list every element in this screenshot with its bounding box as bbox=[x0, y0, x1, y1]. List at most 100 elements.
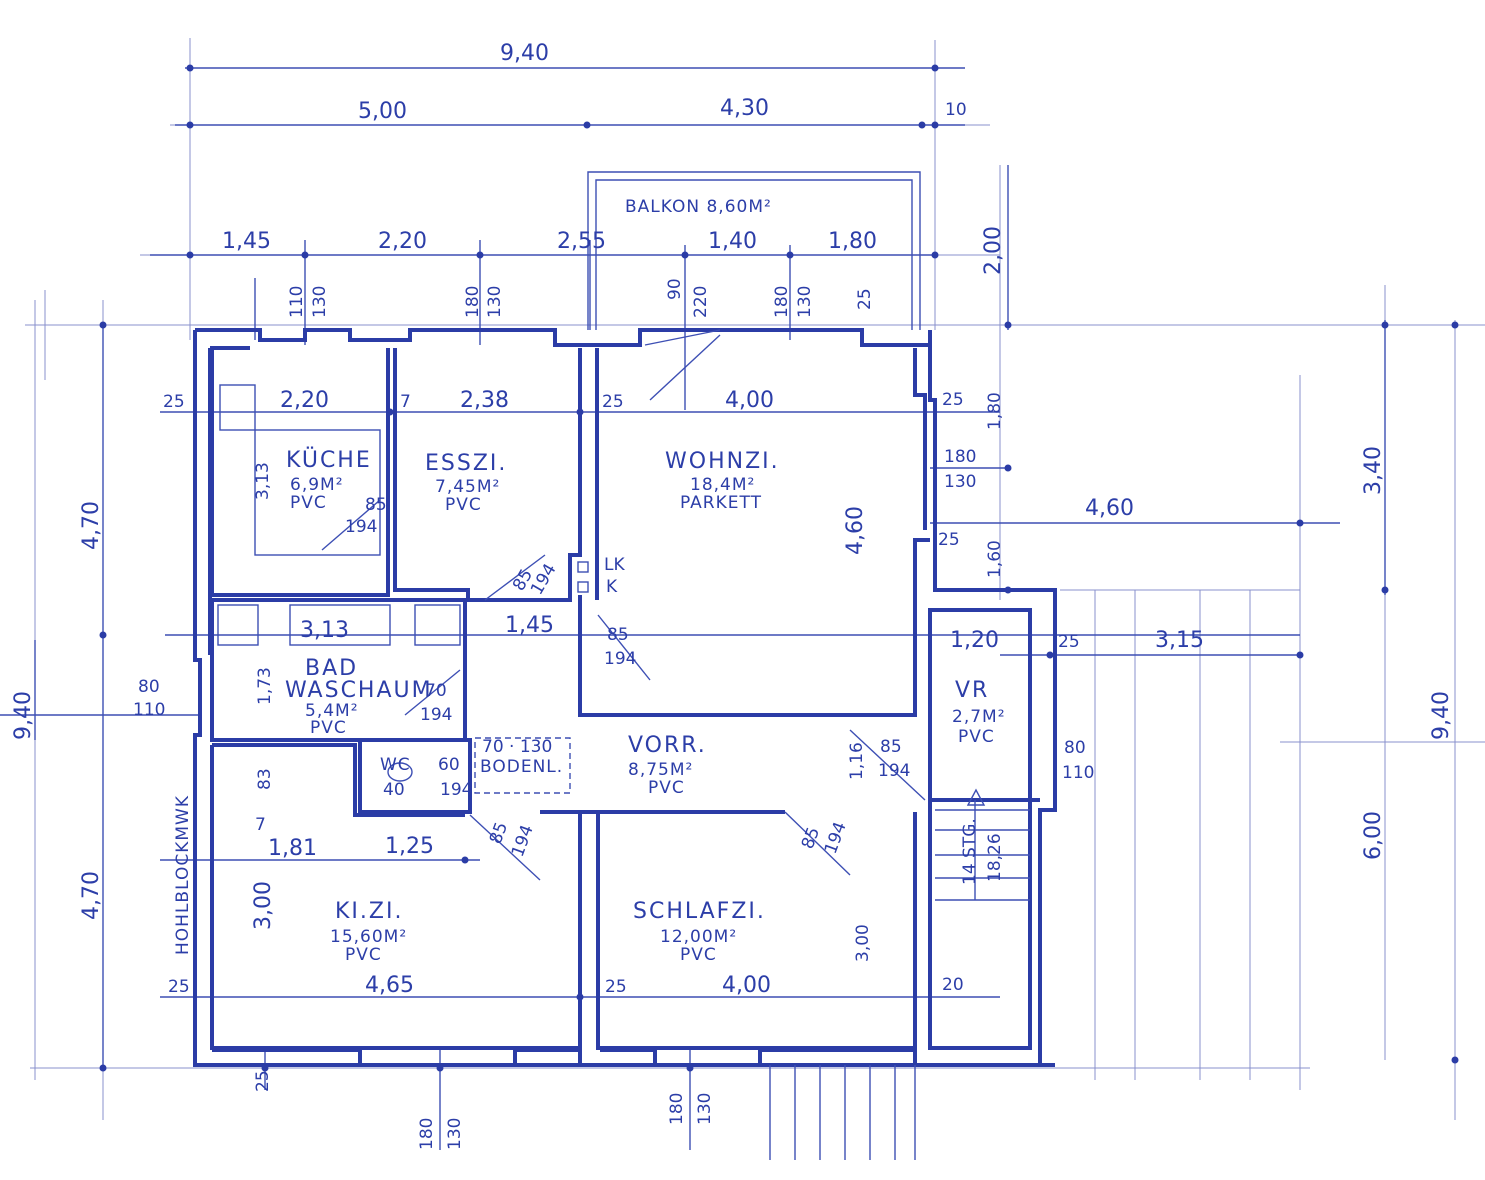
opening-width: 180 bbox=[463, 286, 483, 318]
opening-height: 220 bbox=[691, 286, 711, 318]
room-name: KÜCHE bbox=[286, 447, 372, 473]
chimney-mark: K bbox=[606, 577, 618, 597]
wall-thickness: 7 bbox=[400, 392, 411, 412]
stair-steps: 14 STG. bbox=[960, 818, 980, 885]
misc-mark: 20 bbox=[942, 975, 964, 995]
right-part-label: 4,30 bbox=[720, 96, 769, 121]
opening-dimensions-sides: 80 110 180 130 80 110 bbox=[133, 447, 1094, 783]
room-bad: BAD WASCHAUM 5,4M² PVC 3,13 1,73 70 194 bbox=[255, 618, 452, 738]
opening-height: 130 bbox=[310, 286, 330, 318]
right-height-label: 1,80 bbox=[985, 392, 1005, 430]
opening-width: 180 bbox=[772, 286, 792, 318]
misc-marks: LK K 83 7 20 bbox=[255, 555, 964, 995]
segment-label: 1,80 bbox=[828, 229, 877, 254]
room-seg: 1,25 bbox=[385, 834, 434, 859]
door-swings bbox=[321, 329, 926, 881]
room-width: 4,00 bbox=[722, 973, 771, 998]
door-height: 194 bbox=[604, 649, 636, 669]
room-width: 2,20 bbox=[280, 388, 329, 413]
stairs-labels: 14 STG. 18,26 bbox=[960, 818, 1005, 885]
segment-label: 2,20 bbox=[378, 229, 427, 254]
overall-width-label: 9,40 bbox=[500, 41, 549, 66]
room-name: WOHNZI. bbox=[665, 449, 780, 474]
wall-thickness: 25 bbox=[163, 392, 185, 412]
opening-width: 90 bbox=[665, 278, 685, 300]
room-floor: PVC bbox=[345, 945, 382, 965]
opening-width: 110 bbox=[287, 286, 307, 318]
wall-thickness-labels: 25 7 25 25 25 25 25 25 bbox=[163, 390, 1080, 997]
room-bodenl: 70 · 130 BODENL. bbox=[480, 737, 562, 777]
stair-rise: 18,26 bbox=[985, 833, 1005, 882]
room-width: 1,20 bbox=[950, 628, 999, 653]
wc-extra: 40 bbox=[383, 780, 405, 800]
room-wc: WC 60 40 194 bbox=[380, 755, 472, 800]
room-wohnzi: WOHNZI. 18,4M² PARKETT 4,00 4,60 bbox=[665, 388, 868, 555]
opening-height: 130 bbox=[944, 472, 976, 492]
top-segment-dimensions: 1,45 2,20 2,55 1,40 1,80 bbox=[222, 229, 877, 254]
opening-width: 180 bbox=[417, 1118, 437, 1150]
side-width-label: 4,60 bbox=[1085, 496, 1134, 521]
segment-label: 1,40 bbox=[708, 229, 757, 254]
opening-height: 110 bbox=[133, 700, 165, 720]
balcony-depth-label: 2,00 bbox=[981, 226, 1006, 275]
room-height: 1,73 bbox=[255, 667, 275, 705]
door-height: 194 bbox=[420, 705, 452, 725]
room-width: 1,45 bbox=[505, 613, 554, 638]
balcony-label: BALKON 8,60M² bbox=[625, 197, 772, 217]
hohlblock-label: HOHLBLOCKMWK bbox=[173, 795, 193, 955]
overall-height-right-label: 9,40 bbox=[1429, 691, 1454, 740]
staircase bbox=[935, 788, 1030, 901]
door-width: 85 bbox=[486, 820, 512, 847]
balcony-labels: BALKON 8,60M² 2,00 bbox=[625, 197, 1006, 275]
room-height: 3,00 bbox=[853, 924, 873, 962]
wall-thickness: 25 bbox=[168, 977, 190, 997]
room-name: KI.ZI. bbox=[335, 899, 403, 924]
opening-width: 80 bbox=[1064, 738, 1086, 758]
door-width: 60 bbox=[438, 755, 460, 775]
door-width: 85 bbox=[365, 495, 387, 515]
room-vorr: VORR. 8,75M² PVC 1,45 1,16 bbox=[505, 613, 867, 798]
right-height-label: 6,00 bbox=[1361, 811, 1386, 860]
room-kizi: KI.ZI. 15,60M² PVC 4,65 3,00 1,81 1,25 bbox=[251, 834, 434, 998]
door-height: 194 bbox=[527, 560, 561, 598]
wall-thickness: 25 bbox=[1058, 632, 1080, 652]
room-area: 18,4M² bbox=[690, 475, 755, 495]
room-floor: PVC bbox=[310, 718, 347, 738]
room-floor: PARKETT bbox=[680, 493, 762, 513]
room-schlafzi: SCHLAFZI. 12,00M² PVC 4,00 3,00 bbox=[633, 899, 873, 998]
dimension-lines bbox=[0, 67, 1386, 1150]
room-area: 2,7M² bbox=[952, 707, 1006, 727]
wall-thickness: 25 bbox=[602, 392, 624, 412]
room-name: BAD bbox=[305, 656, 358, 681]
room-height: 3,00 bbox=[251, 881, 276, 930]
height-dimensions: 4,70 4,70 1,80 1,60 3,40 6,00 4,60 3,15 bbox=[79, 392, 1386, 920]
room-width: 2,38 bbox=[460, 388, 509, 413]
door-height: 194 bbox=[345, 517, 377, 537]
segment-label: 1,45 bbox=[222, 229, 271, 254]
room-width: 4,65 bbox=[365, 973, 414, 998]
annex-width-label: 3,15 bbox=[1155, 628, 1204, 653]
room-area: 6,9M² bbox=[290, 475, 344, 495]
room-area: 7,45M² bbox=[435, 477, 500, 497]
opening-dimensions-top: 110 130 180 130 90 220 180 130 25 bbox=[287, 278, 875, 318]
room-floor: PVC bbox=[958, 727, 995, 747]
room-name: ESSZI. bbox=[425, 451, 507, 476]
room-kueche: KÜCHE 6,9M² PVC 2,20 3,13 85 194 bbox=[253, 388, 387, 537]
interior-walls bbox=[210, 348, 1040, 1050]
opening-dimensions-bottom: 180 130 180 130 25 bbox=[253, 1070, 715, 1150]
room-seg: 1,81 bbox=[268, 836, 317, 861]
room-floor: PVC bbox=[445, 495, 482, 515]
room-sub-name: WASCHAUM bbox=[285, 678, 433, 703]
room-name: SCHLAFZI. bbox=[633, 899, 766, 924]
wall-thickness: 25 bbox=[253, 1070, 273, 1092]
room-height: 1,16 bbox=[847, 742, 867, 780]
opening-height: 130 bbox=[695, 1093, 715, 1125]
misc-mark: 83 bbox=[255, 768, 275, 790]
dimension-dots bbox=[99, 64, 1459, 1072]
door-height: 194 bbox=[508, 822, 538, 859]
door-height: 194 bbox=[821, 819, 851, 856]
room-floor: PVC bbox=[290, 493, 327, 513]
room-name: WC bbox=[380, 755, 411, 775]
wall-thickness: 25 bbox=[938, 530, 960, 550]
